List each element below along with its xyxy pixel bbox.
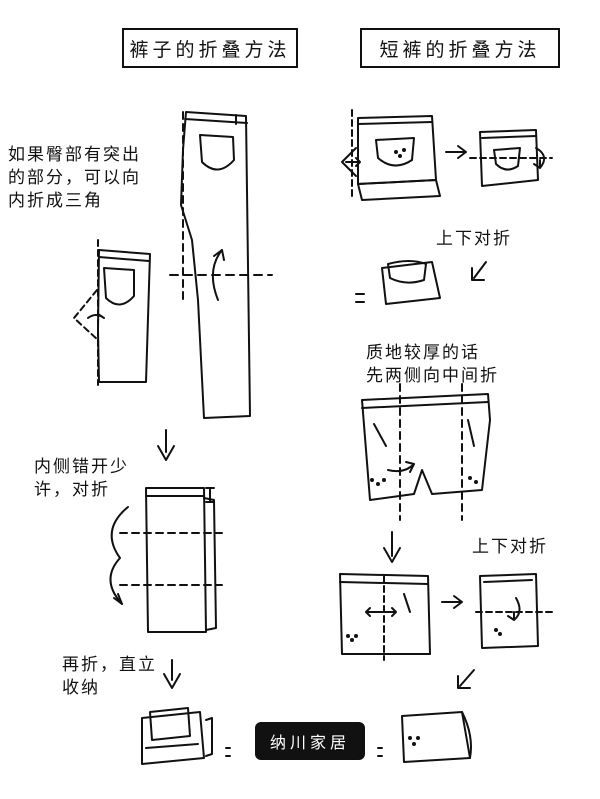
pants-title: 裤子的折叠方法 — [122, 28, 298, 68]
note-hip: 如果臀部有突出 的部分，可以向 内折成三角 — [8, 145, 141, 211]
shorts-step2-drawing — [469, 129, 553, 187]
shorts-title-text: 短裤的折叠方法 — [379, 38, 541, 61]
arrow-right-1 — [445, 145, 467, 159]
note-updown-2: 上下对折 — [472, 537, 548, 557]
note-updown-1: 上下对折 — [436, 229, 512, 249]
note-offset: 内侧错开少 许，对折 — [34, 457, 129, 500]
brand-text: 纳川家居 — [269, 733, 350, 752]
shorts-step5-drawing — [339, 573, 431, 661]
note-thick: 质地较厚的话 先两侧向中间折 — [366, 343, 499, 386]
pants-full-drawing — [169, 111, 273, 419]
shorts-step6-drawing — [475, 573, 555, 649]
arrow-right-2 — [441, 595, 463, 609]
shorts-title: 短裤的折叠方法 — [360, 28, 560, 68]
pants-hip-drawing — [73, 239, 151, 386]
shorts-start-drawing — [341, 109, 441, 201]
pants-halffold-drawing — [109, 487, 223, 633]
arrow-diag-1 — [471, 261, 487, 281]
brand-badge: 纳川家居 — [255, 722, 365, 760]
arrow-diag-2 — [457, 669, 475, 689]
shorts-step4-drawing — [361, 383, 491, 521]
arrow-down-1 — [157, 429, 175, 461]
arrow-down-3 — [383, 531, 401, 563]
pants-title-text: 裤子的折叠方法 — [129, 38, 291, 61]
note-refold: 再折，直立 收纳 — [62, 655, 157, 698]
arrow-down-2 — [163, 659, 181, 689]
pants-final-drawing — [141, 707, 231, 765]
shorts-final-drawing — [377, 711, 472, 763]
shorts-step3-drawing — [355, 260, 441, 305]
